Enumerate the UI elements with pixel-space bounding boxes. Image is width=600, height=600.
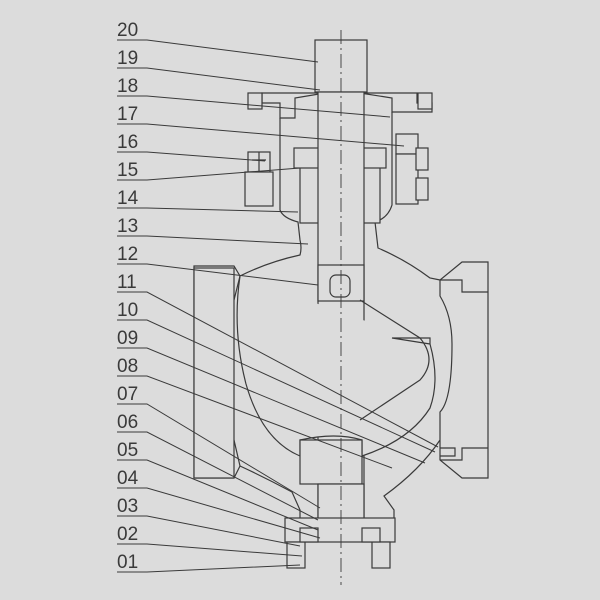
flange-left: [193, 267, 235, 479]
callout-label-15: 15: [117, 160, 138, 181]
leader-line-01: [117, 564, 301, 573]
bolt-washer-right: [415, 147, 429, 171]
callout-label-17: 17: [117, 104, 138, 125]
ball-port: [359, 299, 430, 421]
callout-label-07: 07: [117, 384, 138, 405]
callout-label-01: 01: [117, 552, 138, 573]
callout-labels: 20 19 18 17 16 15 14 13 12 11 10 09 08 07 06 05 04 03 02 01: [117, 20, 139, 573]
flange-left-neck: [233, 275, 241, 467]
callout-label-18: 18: [117, 76, 138, 97]
leader-line-18: [117, 95, 391, 118]
bolt-body-left: [244, 171, 274, 207]
callout-label-05: 05: [117, 440, 138, 461]
callout-label-04: 04: [117, 468, 139, 489]
leader-line-17: [117, 123, 405, 147]
valve-body: [193, 30, 489, 585]
callout-label-02: 02: [117, 524, 138, 545]
leader-line-05: [117, 459, 319, 531]
callout-label-10: 10: [117, 300, 138, 321]
leader-line-02: [117, 543, 303, 557]
flange-bolt-right: [417, 92, 433, 110]
seat-right: [440, 279, 488, 461]
leader-line-08: [117, 375, 393, 469]
ball: [236, 275, 436, 457]
leader-line-16: [117, 151, 266, 162]
leader-line-04: [117, 487, 321, 539]
leader-line-09: [117, 347, 426, 464]
leader-line-06: [117, 431, 319, 521]
callout-label-09: 09: [117, 328, 138, 349]
leader-line-14: [117, 207, 299, 213]
leader-line-03: [117, 515, 301, 547]
callout-label-13: 13: [117, 216, 138, 237]
stem-key: [329, 274, 351, 298]
seat-spring: [440, 447, 456, 457]
leader-line-20: [117, 39, 319, 63]
leader-line-19: [117, 67, 321, 91]
callout-label-12: 12: [117, 244, 138, 265]
leader-line-11: [117, 291, 439, 448]
callout-label-16: 16: [117, 132, 138, 153]
bolt-body-right: [395, 153, 419, 205]
callout-leaders: [117, 39, 439, 573]
leader-line-12: [117, 263, 319, 286]
callout-label-08: 08: [117, 356, 138, 377]
leader-line-15: [117, 167, 301, 181]
flange-bolt-left: [247, 92, 263, 110]
leader-line-13: [117, 235, 309, 245]
callout-label-14: 14: [117, 188, 139, 209]
bolt-nut-right: [395, 133, 419, 155]
leader-line-07: [117, 403, 321, 509]
bottom-bolt-right: [371, 541, 391, 569]
bonnet-right: [374, 112, 441, 281]
callout-label-20: 20: [117, 20, 138, 41]
bottom-gasket-right: [361, 527, 381, 543]
leader-line-10: [117, 319, 436, 453]
bolt-washer-right-lower: [415, 177, 429, 201]
callout-label-19: 19: [117, 48, 138, 69]
callout-label-06: 06: [117, 412, 138, 433]
lower-trunnion: [299, 439, 363, 485]
callout-label-11: 11: [117, 272, 137, 293]
callout-label-03: 03: [117, 496, 138, 517]
